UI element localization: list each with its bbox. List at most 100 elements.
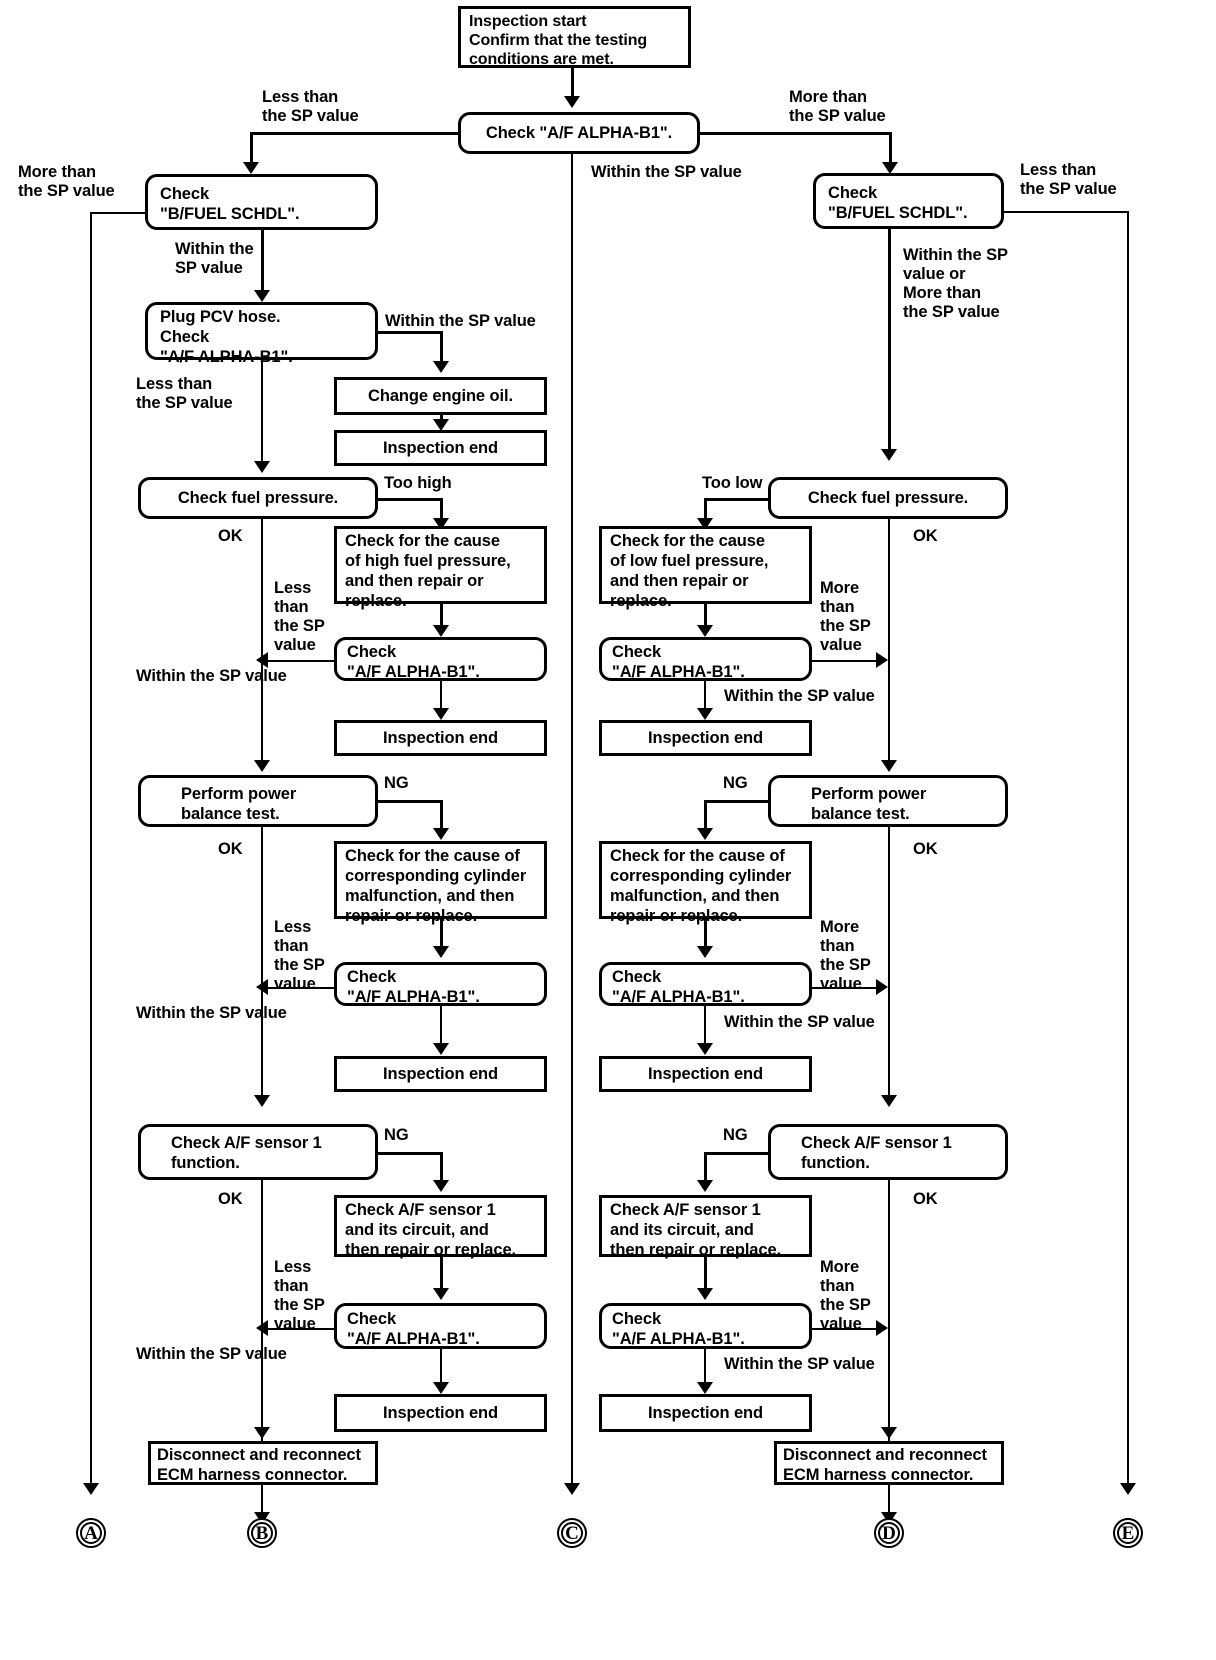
- connector-a-horizontal: [90, 212, 146, 214]
- connector-checkaf3l-to-end: [440, 1006, 442, 1046]
- connector-cause-high-to-checkaf: [440, 604, 443, 630]
- connector-power-right-vertical: [704, 800, 707, 832]
- arrowhead-down-to-bfuel-right: [882, 162, 898, 174]
- box-check-fuel-pressure-left: Check fuel pressure.: [138, 477, 378, 519]
- box-change-engine-oil: Change engine oil.: [334, 377, 547, 415]
- arrowhead-down-end-1: [433, 419, 449, 431]
- connector-power-left-horizontal: [376, 800, 442, 803]
- box-check-bfuel-schdl-right: Check "B/FUEL SCHDL".: [813, 173, 1004, 229]
- connector-fuelpress-left-horizontal: [376, 498, 442, 501]
- box-check-af-2-right: Check "A/F ALPHA-B1".: [599, 637, 812, 681]
- terminal-b: B: [247, 1518, 277, 1548]
- connector-cause-cyl-left-to-checkaf: [440, 919, 443, 953]
- connector-sensor-left-vertical: [440, 1152, 443, 1184]
- box-check-af-3-left: Check "A/F ALPHA-B1".: [334, 962, 547, 1006]
- label-within-sp-4-right: Within the SP value: [724, 1355, 875, 1373]
- arrowhead-down-to-cause-cyl-right: [697, 828, 713, 840]
- connector-sensor-left-trunk: [261, 1180, 263, 1442]
- box-power-balance-left: Perform power balance test.: [138, 775, 378, 827]
- arrowhead-down-to-pcv: [254, 290, 270, 302]
- arrowhead-down-to-sensor-left: [254, 1095, 270, 1107]
- arrowhead-left-trunk-3: [256, 1320, 268, 1336]
- box-af-sensor-function-right: Check A/F sensor 1 function.: [768, 1124, 1008, 1180]
- connector-bfuel-left-to-pcv: [261, 230, 264, 292]
- arrowhead-down-terminal-e: [1120, 1483, 1136, 1495]
- connector-center-trunk: [571, 154, 573, 1485]
- connector-checkaf2l-to-end: [440, 681, 442, 715]
- arrowhead-down-terminal-c: [564, 1483, 580, 1495]
- arrowhead-right-trunk-2: [876, 979, 888, 995]
- label-more-than-sp-far-left: More than the SP value: [18, 163, 115, 200]
- connector-power-left-vertical: [440, 800, 443, 832]
- label-more-than-stack-3: More than the SP value: [820, 1258, 871, 1333]
- arrowhead-down-to-cause-cyl-left: [433, 828, 449, 840]
- label-within-sp-3-right: Within the SP value: [724, 1013, 875, 1031]
- arrowhead-down-to-ecm-right: [881, 1427, 897, 1439]
- box-check-bfuel-schdl-left: Check "B/FUEL SCHDL".: [145, 174, 378, 230]
- arrowhead-left-trunk-2: [256, 979, 268, 995]
- terminal-d-label: D: [882, 1522, 896, 1544]
- terminal-b-label: B: [255, 1522, 269, 1544]
- terminal-a: A: [76, 1518, 106, 1548]
- label-ok-power-right: OK: [913, 840, 938, 858]
- terminal-c-label: C: [565, 1522, 579, 1544]
- label-within-sp-2-right: Within the SP value: [724, 687, 875, 705]
- box-check-af-2-left: Check "A/F ALPHA-B1".: [334, 637, 547, 681]
- connector-sensor-right-vertical: [704, 1152, 707, 1184]
- label-less-than-stack-1: Less than the SP value: [274, 579, 325, 654]
- box-inspection-end-4-right: Inspection end: [599, 1394, 812, 1432]
- connector-e-trunk: [1127, 211, 1129, 1485]
- arrowhead-down-end-3l: [433, 1043, 449, 1055]
- arrowhead-right-trunk-3: [876, 1320, 888, 1336]
- label-within-sp-3-left: Within the SP value: [136, 1004, 287, 1022]
- arrowhead-down-end-2l: [433, 708, 449, 720]
- arrowhead-down-checkaf-3l: [433, 946, 449, 958]
- label-less-than-stack-2: Less than the SP value: [274, 918, 325, 993]
- label-ok-power-left: OK: [218, 840, 243, 858]
- label-ok-sensor-right: OK: [913, 1190, 938, 1208]
- label-within-sp-4-left: Within the SP value: [136, 1345, 287, 1363]
- arrowhead-down-end-2r: [697, 708, 713, 720]
- connector-start-to-checkaf: [571, 68, 574, 98]
- arrowhead-down-end-3r: [697, 1043, 713, 1055]
- terminal-d: D: [874, 1518, 904, 1548]
- arrowhead-down-to-fuelpress-left: [254, 461, 270, 473]
- box-cause-cylinder-left: Check for the cause of corresponding cyl…: [334, 841, 547, 925]
- arrowhead-down-checkaf-2r: [697, 625, 713, 637]
- arrowhead-down-to-change-oil: [433, 361, 449, 373]
- connector-bfuel-right-to-fuelpress: [888, 229, 891, 451]
- connector-e-horizontal: [1003, 211, 1129, 213]
- box-inspection-end-4-left: Inspection end: [334, 1394, 547, 1432]
- arrowhead-down-to-circuit-left: [433, 1180, 449, 1192]
- arrowhead-down-to-fuelpress-right: [881, 449, 897, 461]
- box-plug-pcv-hose: Plug PCV hose. Check "A/F ALPHA-B1".: [145, 302, 378, 366]
- label-ng-right-2: NG: [723, 1126, 748, 1144]
- arrowhead-down-checkaf-3r: [697, 946, 713, 958]
- connector-fuelpress-left-trunk: [261, 519, 263, 769]
- arrowhead-left-trunk-1: [256, 652, 268, 668]
- terminal-a-label: A: [84, 1522, 98, 1544]
- connector-pcv-right-vertical: [440, 331, 443, 363]
- connector-power-right-horizontal: [704, 800, 770, 803]
- connector-sensor-right-horizontal: [704, 1152, 770, 1155]
- box-inspection-end-1: Inspection end: [334, 430, 547, 466]
- box-af-circuit-left: Check A/F sensor 1 and its circuit, and …: [334, 1195, 547, 1259]
- connector-checkaf2r-to-end: [704, 681, 706, 715]
- label-ng-right-1: NG: [723, 774, 748, 792]
- connector-checkaf2r-to-trunk: [810, 660, 880, 662]
- box-inspection-start: Inspection start Confirm that the testin…: [458, 6, 691, 68]
- box-ecm-harness-left: Disconnect and reconnect ECM harness con…: [148, 1441, 378, 1485]
- label-less-than-sp-top: Less than the SP value: [262, 88, 359, 125]
- connector-fuelpress-right-horizontal: [704, 498, 770, 501]
- label-within-sp-center-top: Within the SP value: [591, 163, 742, 181]
- label-more-than-stack-2: More than the SP value: [820, 918, 871, 993]
- connector-fuelpress-right-trunk: [888, 519, 890, 769]
- arrowhead-down-end-4l: [433, 1382, 449, 1394]
- box-check-af-alpha-b1-top: Check "A/F ALPHA-B1".: [458, 112, 700, 154]
- arrowhead-down-to-circuit-right: [697, 1180, 713, 1192]
- arrowhead-down-to-ecm-left: [254, 1427, 270, 1439]
- label-too-low: Too low: [702, 474, 763, 492]
- label-too-high: Too high: [384, 474, 452, 492]
- connector-top-right-vertical: [889, 132, 892, 164]
- arrowhead-down-checkaf-4l: [433, 1288, 449, 1300]
